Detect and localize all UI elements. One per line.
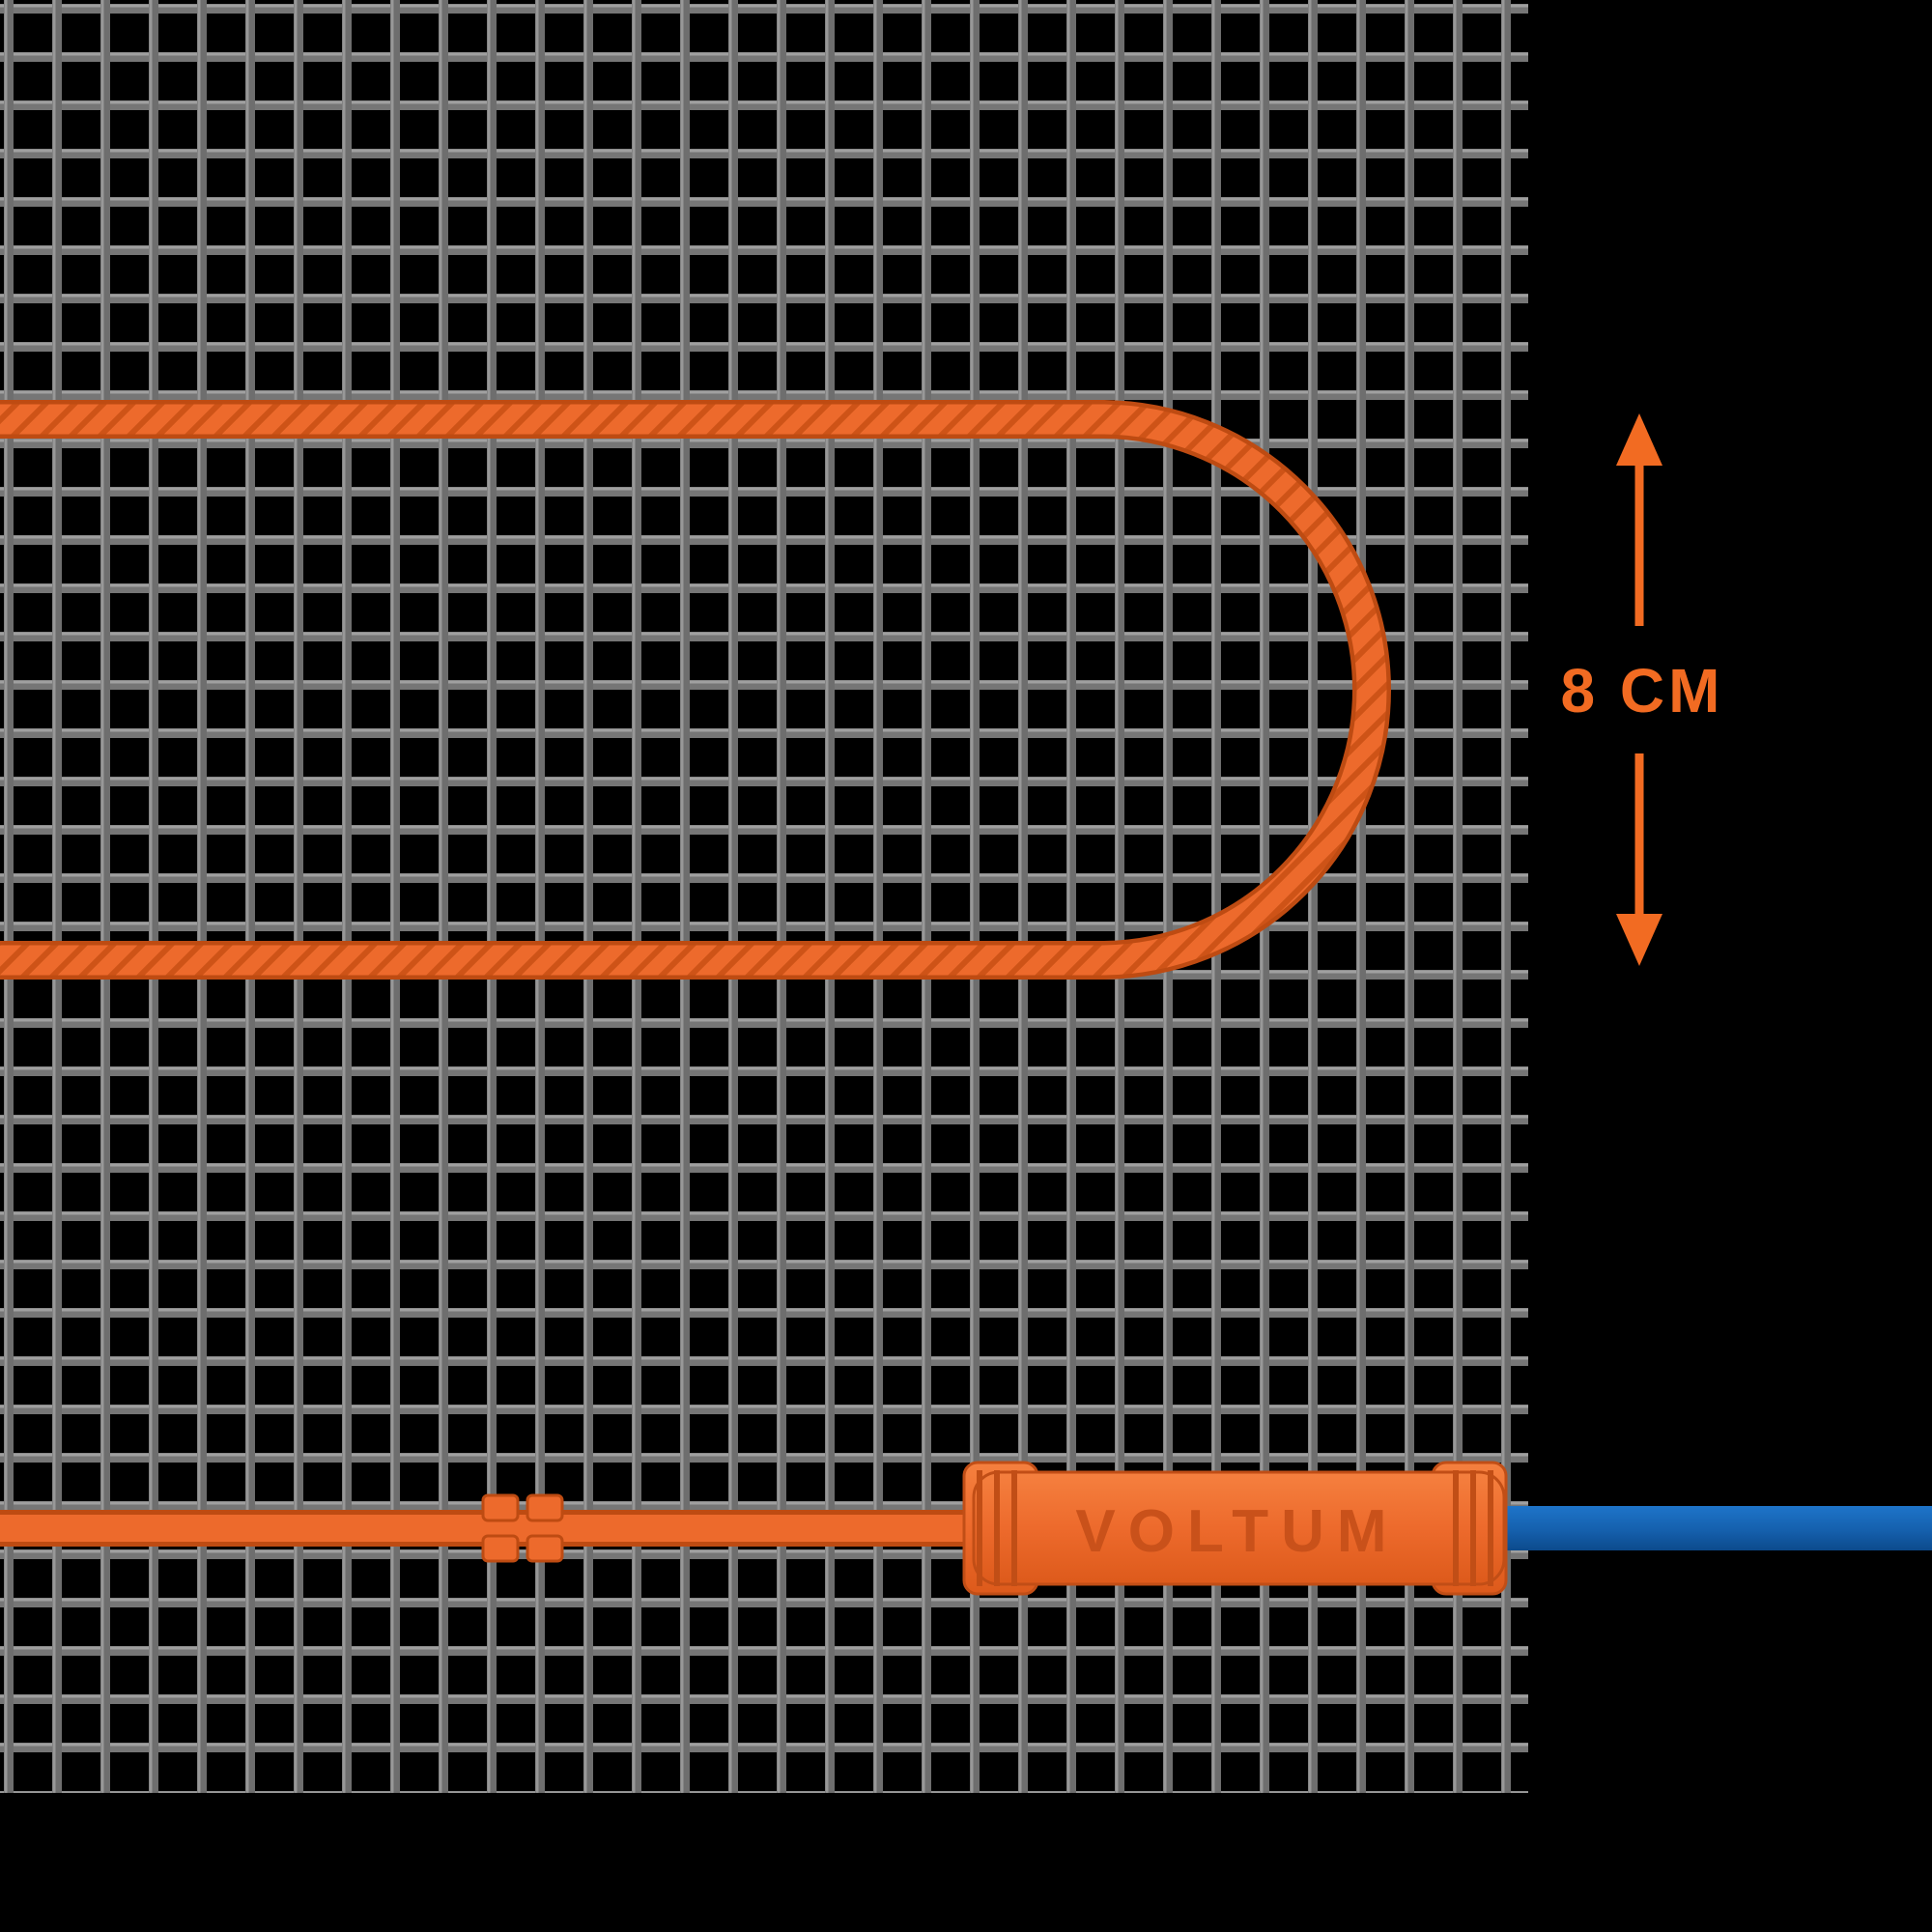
cable-splice-clip bbox=[481, 1493, 564, 1563]
cold-lead-cable-blue bbox=[1488, 1506, 1932, 1550]
connector-body bbox=[972, 1470, 1506, 1586]
connector-sleeve: VOLTUM bbox=[962, 1461, 1508, 1596]
connector-brand-label: VOLTUM bbox=[1075, 1498, 1399, 1565]
arrow-down-icon bbox=[1616, 914, 1662, 966]
dimension-annotation: 8 CM bbox=[1561, 413, 1724, 966]
dimension-label: 8 CM bbox=[1561, 656, 1724, 725]
heating-cable-loop bbox=[0, 400, 1391, 980]
connector-ridges bbox=[977, 1470, 1493, 1586]
arrow-up-icon bbox=[1616, 413, 1662, 466]
heating-cable-braid bbox=[0, 404, 1387, 976]
